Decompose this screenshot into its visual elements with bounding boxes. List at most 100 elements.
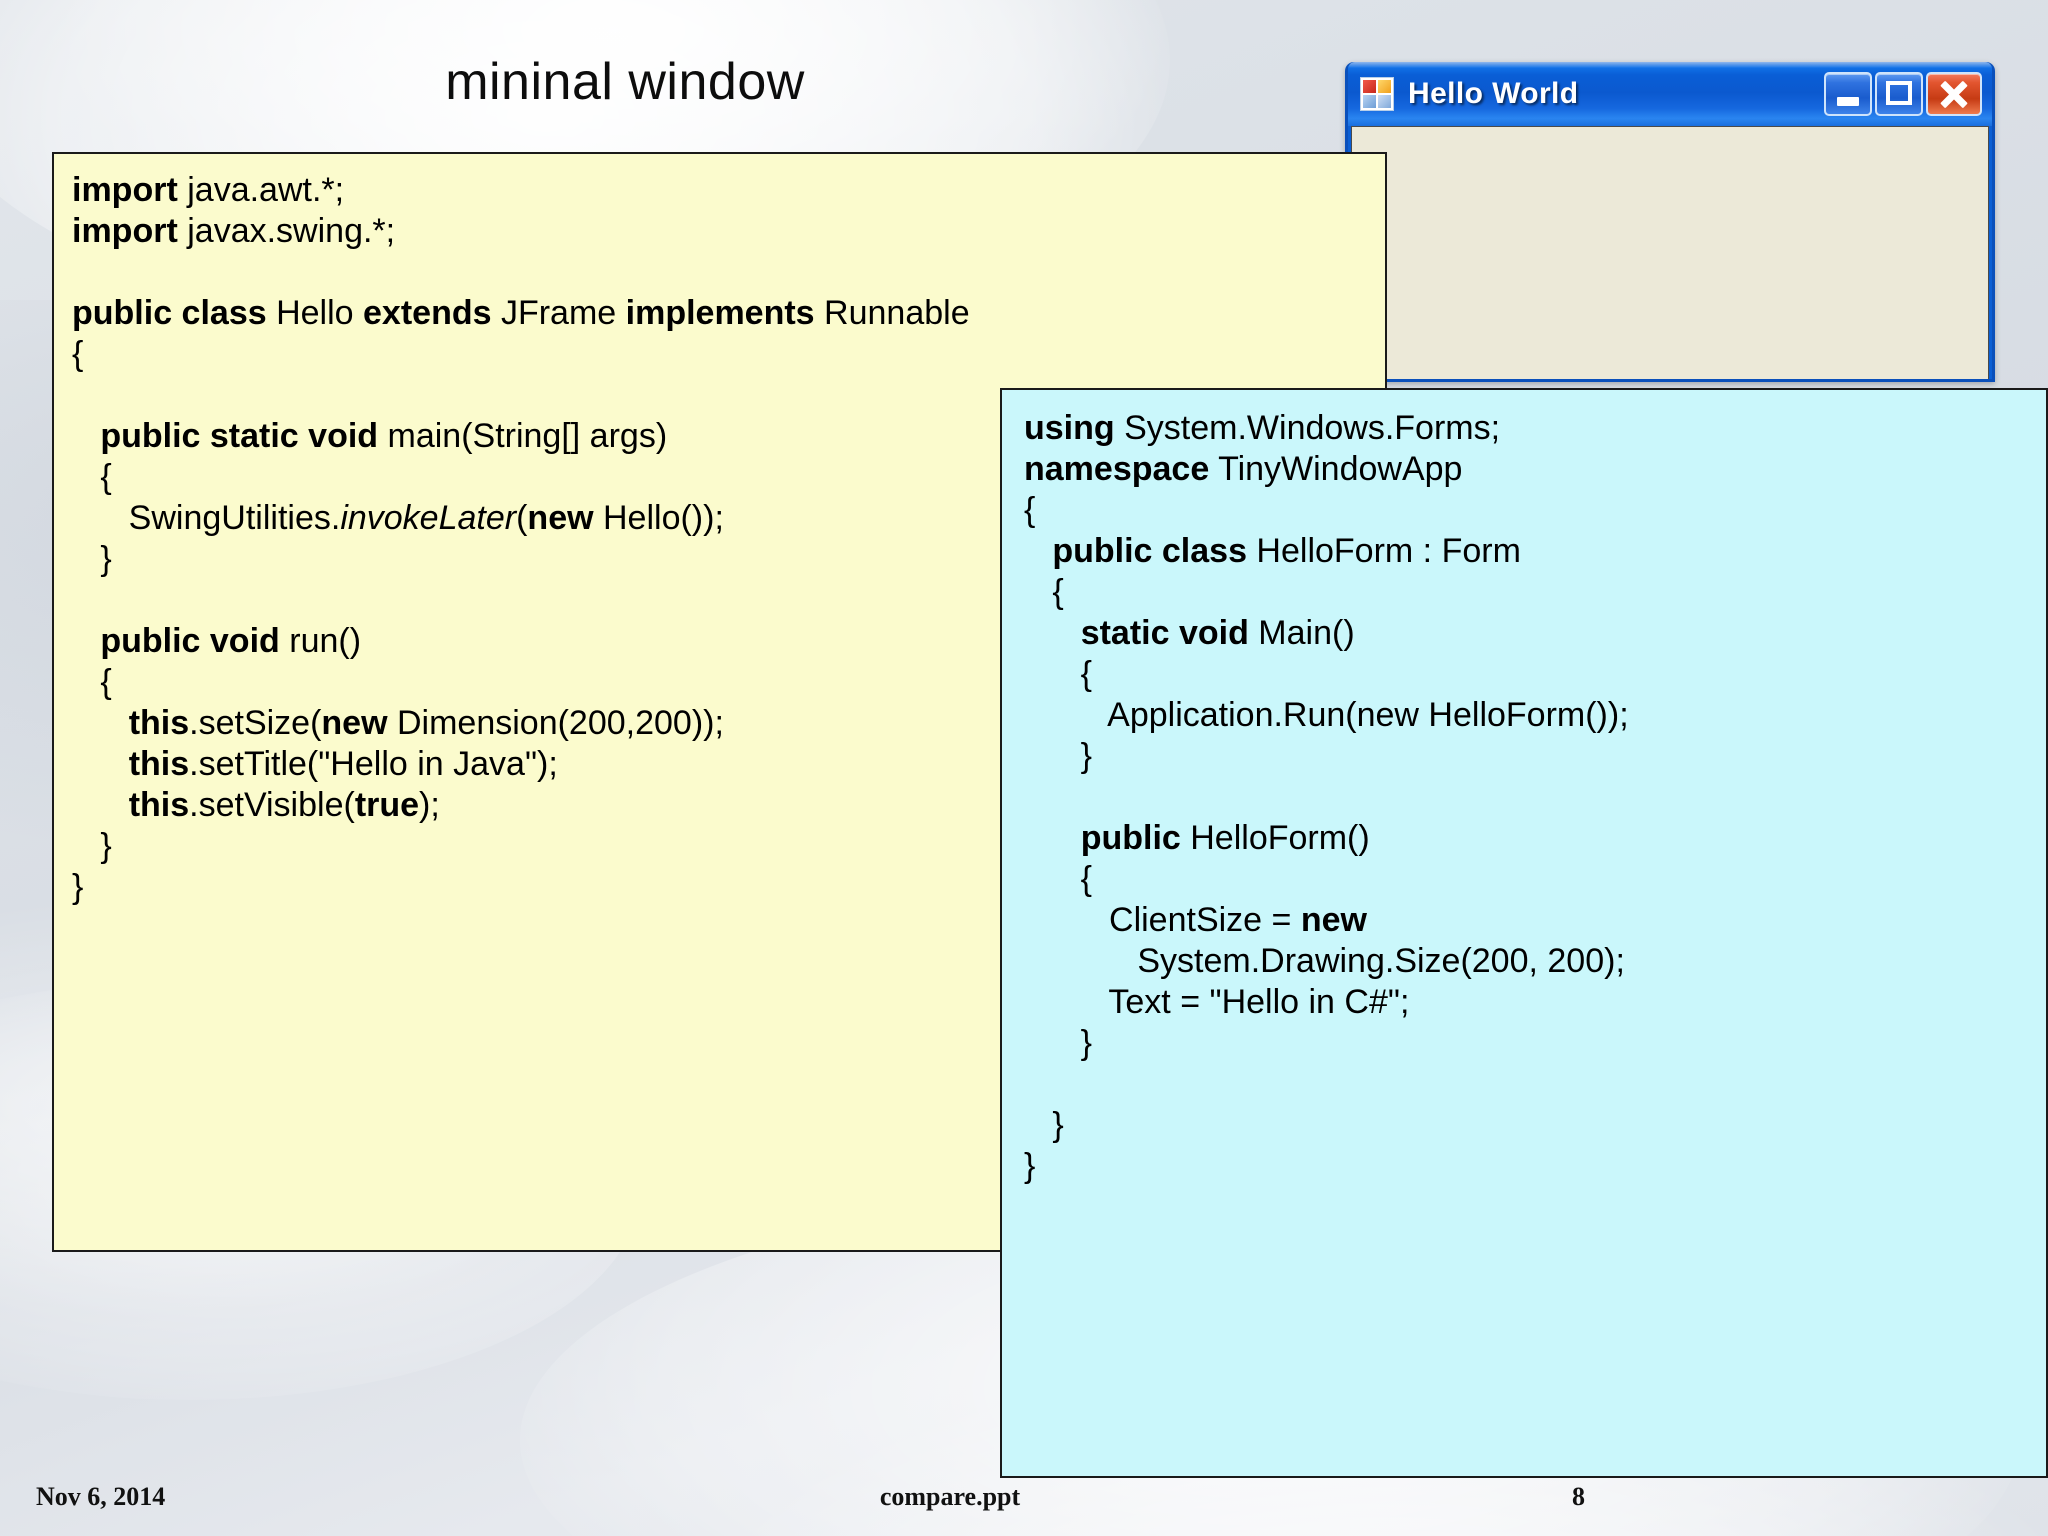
code-line: { [1024,572,2046,613]
code-line [1024,1064,2046,1105]
windows-logo-icon [1360,77,1394,111]
code-line: { [1024,654,2046,695]
code-line: { [72,334,1385,375]
code-line: public class HelloForm : Form [1024,531,2046,572]
code-text: } [1024,1147,1036,1185]
code-line: } [1024,736,2046,777]
code-keyword: new [527,499,594,537]
code-line: { [72,457,1385,498]
close-button[interactable] [1926,72,1982,116]
code-line [1024,777,2046,818]
maximize-icon [1886,81,1912,105]
code-text: JFrame [491,294,626,332]
code-text: } [1024,1024,1093,1062]
code-text: } [72,868,84,906]
code-line: ClientSize = new [1024,900,2046,941]
code-text: } [1024,737,1093,775]
code-line: import javax.swing.*; [72,211,1385,252]
code-keyword: public class [1052,532,1247,570]
code-keyword: public void [100,622,280,660]
code-line: this.setTitle("Hello in Java"); [72,744,1385,785]
footer-filename: compare.ppt [879,1482,1021,1511]
code-line: } [72,826,1385,867]
code-text: Hello()); [593,499,724,537]
window-client-area [1351,126,1989,379]
code-line: public void run() [72,621,1385,662]
code-text: Application.Run(new HelloForm()); [1024,696,1629,734]
code-text: } [72,540,112,578]
code-text [72,786,129,824]
code-text: } [1024,1106,1064,1144]
code-text: { [1024,860,1093,898]
code-text [72,417,100,455]
code-line: { [1024,859,2046,900]
code-text [72,704,129,742]
code-line: namespace TinyWindowApp [1024,449,2046,490]
code-line: Application.Run(new HelloForm()); [1024,695,2046,736]
code-line: using System.Windows.Forms; [1024,408,2046,449]
code-line: } [1024,1105,2046,1146]
code-line: public HelloForm() [1024,818,2046,859]
code-text: javax.swing.*; [177,212,396,250]
code-text: Dimension(200,200)); [387,704,724,742]
slide-footer: Nov 6, 2014 compare.ppt 8 [0,1466,2048,1536]
code-line [72,252,1385,293]
code-text: { [1024,573,1064,611]
code-text: HelloForm : Form [1246,532,1521,570]
code-line: this.setVisible(true); [72,785,1385,826]
code-text: System.Drawing.Size(200, 200); [1024,942,1625,980]
code-line: } [1024,1146,2046,1187]
code-keyword: namespace [1024,450,1210,488]
code-text: { [1024,491,1036,529]
code-text: ClientSize = [1024,901,1301,939]
code-line: public class Hello extends JFrame implem… [72,293,1385,334]
code-text: System.Windows.Forms; [1114,409,1501,447]
window-titlebar[interactable]: Hello World [1348,62,1992,126]
code-text: .setVisible( [189,786,355,824]
code-keyword: this [128,786,190,824]
code-text [1024,819,1081,857]
maximize-button[interactable] [1875,72,1923,116]
code-text [72,622,100,660]
code-text: run() [279,622,362,660]
code-keyword: import [72,171,178,209]
minimize-icon [1837,97,1859,106]
code-text: ( [516,499,528,537]
code-keyword: true [354,786,420,824]
footer-page-number: 8 [1572,1482,1585,1511]
code-keyword: public [1080,819,1181,857]
code-text: } [72,827,112,865]
code-keyword: using [1024,409,1115,447]
code-keyword: this [128,745,190,783]
page-title: mininal window [445,53,805,111]
code-line: import java.awt.*; [72,170,1385,211]
window-controls [1824,72,1986,116]
minimize-button[interactable] [1824,72,1872,116]
code-text: { [72,663,112,701]
code-text: .setSize( [189,704,322,742]
code-line: } [1024,1023,2046,1064]
code-keyword: import [72,212,178,250]
code-text: ); [419,786,440,824]
code-keyword: new [1300,901,1367,939]
code-text: { [72,458,112,496]
code-keyword: extends [363,294,492,332]
code-text: { [1024,655,1093,693]
code-text: .setTitle("Hello in Java"); [189,745,558,783]
code-line: } [72,867,1385,908]
code-text: java.awt.*; [177,171,345,209]
code-line: System.Drawing.Size(200, 200); [1024,941,2046,982]
code-text [72,745,129,783]
code-line: Text = "Hello in C#"; [1024,982,2046,1023]
footer-date: Nov 6, 2014 [36,1482,166,1511]
code-line: this.setSize(new Dimension(200,200)); [72,703,1385,744]
code-text: HelloForm() [1180,819,1370,857]
code-keyword: new [321,704,388,742]
code-line: { [72,662,1385,703]
code-keyword: static void [1080,614,1249,652]
hello-world-window[interactable]: Hello World [1345,62,1995,382]
code-keyword: this [128,704,190,742]
code-text: Hello [266,294,364,332]
code-text [1024,614,1081,652]
code-text: { [72,335,84,373]
